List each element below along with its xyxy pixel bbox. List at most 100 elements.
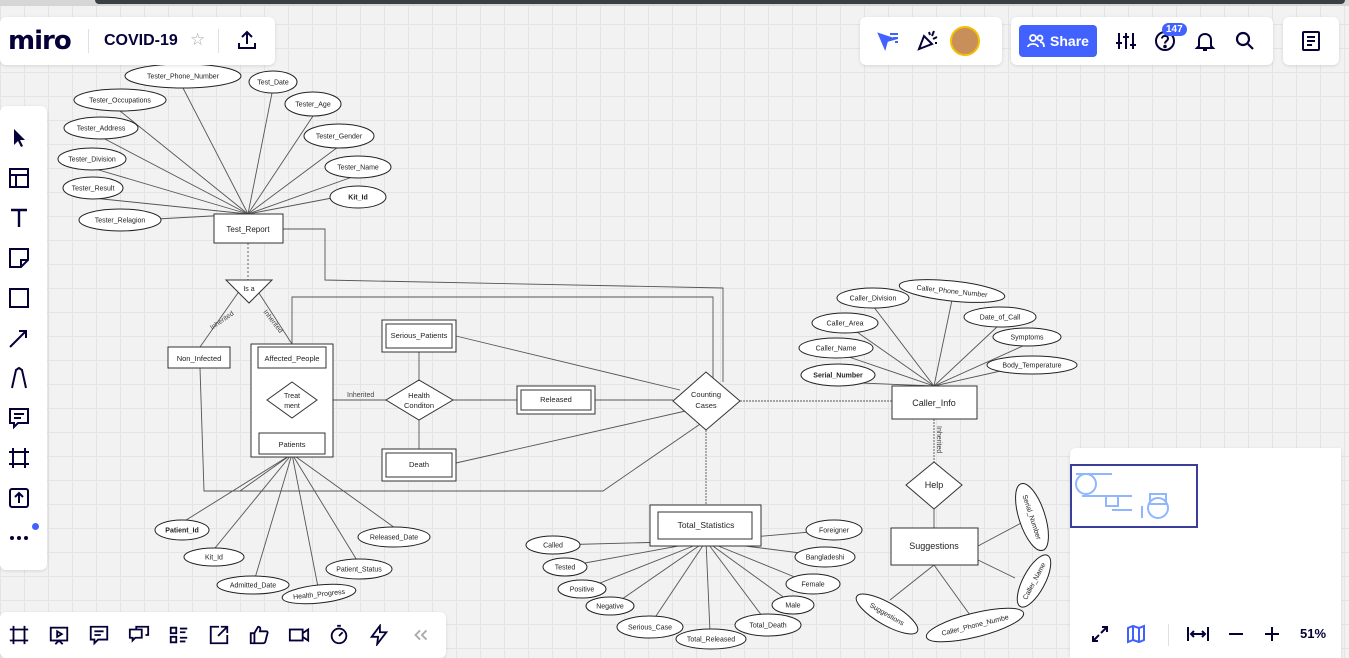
attribute-ellipse[interactable]: Caller_Division xyxy=(836,287,910,309)
relation-health-condition[interactable]: Health Conditon xyxy=(385,379,454,421)
attribute-ellipse[interactable]: Tester_Name xyxy=(324,155,392,179)
attribute-ellipse[interactable]: Tester_Address xyxy=(63,116,139,140)
comment-icon[interactable] xyxy=(7,406,31,430)
video-icon[interactable] xyxy=(288,624,310,646)
entity-test-report[interactable]: Test_Report xyxy=(213,213,284,244)
attribute-ellipse[interactable]: Positive xyxy=(557,579,607,599)
chat-icon[interactable] xyxy=(128,624,150,646)
frame-icon[interactable] xyxy=(7,446,31,470)
share-screen-icon[interactable] xyxy=(208,624,230,646)
notes-icon[interactable] xyxy=(1301,30,1321,52)
presentation-icon[interactable] xyxy=(48,624,70,646)
frames-icon[interactable] xyxy=(8,624,30,646)
miro-logo[interactable]: miro xyxy=(8,26,72,56)
entity-non-infected[interactable]: Non_Infected xyxy=(167,346,231,369)
entity-death[interactable]: Death xyxy=(381,448,457,482)
attribute-layer: Tester_Phone_NumberTest_DateTester_Occup… xyxy=(57,63,1078,650)
zoom-out-icon[interactable] xyxy=(1226,624,1246,644)
attribute-ellipse[interactable]: Caller_Name xyxy=(798,337,874,359)
attribute-ellipse[interactable]: Male xyxy=(771,595,815,615)
templates-icon[interactable] xyxy=(7,166,31,190)
search-icon[interactable] xyxy=(1234,30,1256,52)
relation-help[interactable]: Help xyxy=(905,461,963,510)
connection-line-icon[interactable] xyxy=(7,326,31,350)
attribute-ellipse[interactable]: Serial_Number xyxy=(800,363,876,387)
entity-suggestions[interactable]: Suggestions xyxy=(890,527,979,566)
attribute-label: Serial_Number xyxy=(813,373,863,380)
more-apps-icon[interactable] xyxy=(7,526,31,550)
attribute-ellipse[interactable]: Tested xyxy=(542,557,588,577)
attribute-ellipse[interactable]: Body_Temperature xyxy=(986,355,1078,375)
shape-icon[interactable] xyxy=(7,286,31,310)
attribute-ellipse[interactable]: Health_Progress xyxy=(281,581,357,607)
attribute-ellipse[interactable]: Called xyxy=(525,535,581,555)
sticky-note-icon[interactable] xyxy=(7,246,31,270)
attribute-ellipse[interactable]: Tester_Age xyxy=(284,91,342,117)
celebrate-icon[interactable] xyxy=(916,28,940,52)
attribute-ellipse[interactable]: Tester_Phone_Number xyxy=(124,63,242,89)
attribute-ellipse[interactable]: Tester_Result xyxy=(62,176,124,200)
attribute-ellipse[interactable]: Total_Released xyxy=(675,628,747,650)
attribute-ellipse[interactable]: Suggestions xyxy=(851,587,923,641)
attribute-shape xyxy=(1016,554,1052,608)
kanban-icon[interactable] xyxy=(168,624,190,646)
attribute-ellipse[interactable]: Serious_Case xyxy=(616,615,684,639)
upload-tool-icon[interactable] xyxy=(7,486,31,510)
zoom-in-icon[interactable] xyxy=(1262,624,1282,644)
attribute-shape xyxy=(357,526,431,548)
attribute-ellipse[interactable]: Female xyxy=(785,573,841,595)
comments-icon[interactable] xyxy=(88,624,110,646)
attribute-ellipse[interactable]: Kit_Id xyxy=(183,547,245,567)
attribute-ellipse[interactable]: Symptoms xyxy=(992,327,1062,347)
settings-sliders-icon[interactable] xyxy=(1115,30,1137,52)
attribute-ellipse[interactable]: Tester_Relagion xyxy=(78,208,162,232)
lightning-icon[interactable] xyxy=(368,624,390,646)
attribute-ellipse[interactable]: Serial_Number xyxy=(1009,480,1055,555)
fit-screen-icon[interactable] xyxy=(1090,624,1110,644)
attribute-ellipse[interactable]: Foreigner xyxy=(805,519,863,541)
attribute-ellipse[interactable]: Patient_Id xyxy=(154,519,210,541)
board-title[interactable]: COVID-19 xyxy=(104,32,178,49)
attribute-ellipse[interactable]: Caller_Name xyxy=(1011,550,1058,612)
voting-icon[interactable] xyxy=(248,624,270,646)
entity-caller-info[interactable]: Caller_Info xyxy=(891,385,978,420)
attribute-ellipse[interactable]: Date_of_Call xyxy=(963,306,1037,328)
minimap[interactable] xyxy=(1070,464,1198,528)
user-avatar[interactable] xyxy=(950,26,980,56)
map-icon[interactable] xyxy=(1126,624,1146,644)
entity-affected-people[interactable]: Affected_People Treat ment Patients xyxy=(250,343,334,458)
attribute-ellipse[interactable]: Test_Date xyxy=(248,70,298,94)
attribute-ellipse[interactable]: Caller_Phone_Numbe xyxy=(924,601,1027,648)
attribute-ellipse[interactable]: Kit_Id xyxy=(329,185,387,209)
attribute-ellipse[interactable]: Negative xyxy=(585,596,635,616)
relation-is-a[interactable]: Is a xyxy=(224,279,274,304)
entity-total-statistics[interactable]: Total_Statistics xyxy=(649,504,762,547)
share-button[interactable]: Share xyxy=(1019,25,1097,57)
attribute-ellipse[interactable]: Bangladeshi xyxy=(794,546,856,568)
attribute-ellipse[interactable]: Caller_Area xyxy=(811,312,879,334)
attribute-ellipse[interactable]: Released_Date xyxy=(357,526,431,548)
timer-icon[interactable] xyxy=(328,624,350,646)
zoom-level[interactable]: 51% xyxy=(1300,626,1327,641)
reactions-filter-icon[interactable] xyxy=(876,30,900,52)
star-icon[interactable]: ☆ xyxy=(190,30,206,49)
upload-icon[interactable] xyxy=(236,29,258,51)
attribute-ellipse[interactable]: Total_Death xyxy=(734,613,802,637)
attribute-ellipse[interactable]: Tester_Division xyxy=(57,147,127,171)
attribute-ellipse[interactable]: Caller_Phone_Number xyxy=(898,276,1006,307)
pen-icon[interactable] xyxy=(7,366,31,390)
bell-icon[interactable] xyxy=(1194,30,1216,52)
relation-label: Cases xyxy=(695,401,717,410)
attribute-ellipse[interactable]: Admitted_Date xyxy=(216,575,290,595)
fit-width-icon[interactable] xyxy=(1186,624,1210,644)
entity-released[interactable]: Released xyxy=(516,385,596,415)
attribute-ellipse[interactable]: Tester_Gender xyxy=(303,123,375,149)
attribute-ellipse[interactable]: Patient_Status xyxy=(325,558,393,580)
attribute-ellipse[interactable]: Tester_Occupations xyxy=(73,88,167,112)
entity-serious-patients[interactable]: Serious_Patients xyxy=(381,319,457,353)
select-cursor-icon[interactable] xyxy=(7,126,31,150)
relation-counting-cases[interactable]: Counting Cases xyxy=(672,371,741,431)
text-icon[interactable] xyxy=(7,206,31,230)
collapse-icon[interactable] xyxy=(410,624,432,646)
